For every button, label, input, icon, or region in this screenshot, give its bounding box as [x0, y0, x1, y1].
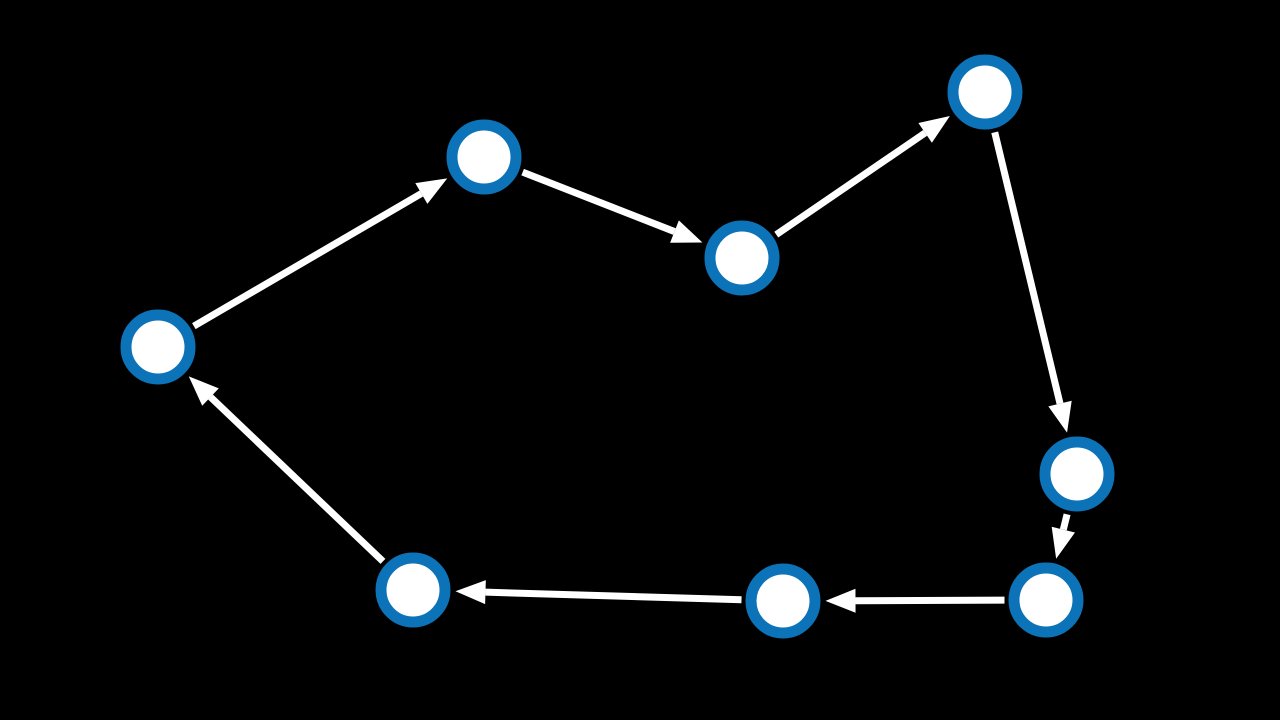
node-bottom-middle[interactable]	[745, 563, 821, 639]
arrow-head-icon	[1051, 526, 1075, 559]
node-bottom-left[interactable]	[375, 552, 451, 628]
arrow-head-icon	[188, 376, 219, 406]
edge-shaft	[485, 588, 742, 604]
node-circle[interactable]	[446, 119, 522, 195]
edge-bottom-right-to-bottom-middle	[825, 588, 1005, 613]
node-top-left[interactable]	[446, 119, 522, 195]
node-left[interactable]	[120, 309, 196, 385]
edge-right-middle-to-bottom-right	[1051, 513, 1075, 559]
node-right-middle[interactable]	[1039, 436, 1115, 512]
arrow-head-icon	[455, 580, 486, 605]
arrow-head-icon	[825, 588, 856, 613]
edge-shaft	[855, 596, 1005, 605]
node-circle[interactable]	[1039, 436, 1115, 512]
node-circle[interactable]	[947, 54, 1023, 130]
node-circle[interactable]	[1008, 562, 1084, 638]
arrow-head-icon	[670, 220, 703, 243]
node-circle[interactable]	[745, 563, 821, 639]
edge-bottom-left-to-left	[188, 376, 386, 564]
edge-top-middle-to-top-right	[774, 115, 950, 238]
arrow-head-icon	[1048, 400, 1072, 433]
edge-shaft	[991, 131, 1064, 405]
edge-top-right-to-right-middle	[991, 131, 1072, 433]
edge-shaft	[208, 394, 386, 564]
arrow-head-icon	[415, 178, 448, 204]
node-top-middle[interactable]	[704, 220, 780, 296]
node-circle[interactable]	[704, 220, 780, 296]
arrow-head-icon	[918, 115, 950, 143]
edge-shaft	[1059, 513, 1071, 531]
node-bottom-right[interactable]	[1008, 562, 1084, 638]
edges-layer	[188, 115, 1075, 613]
edge-shaft	[192, 190, 424, 330]
node-circle[interactable]	[120, 309, 196, 385]
edge-left-to-top-left	[192, 178, 448, 330]
node-top-right[interactable]	[947, 54, 1023, 130]
edge-shaft	[521, 168, 676, 235]
nodes-layer	[120, 54, 1115, 639]
node-circle[interactable]	[375, 552, 451, 628]
edge-bottom-middle-to-bottom-left	[455, 580, 742, 605]
edge-top-left-to-top-middle	[521, 168, 703, 243]
edge-shaft	[774, 130, 928, 238]
